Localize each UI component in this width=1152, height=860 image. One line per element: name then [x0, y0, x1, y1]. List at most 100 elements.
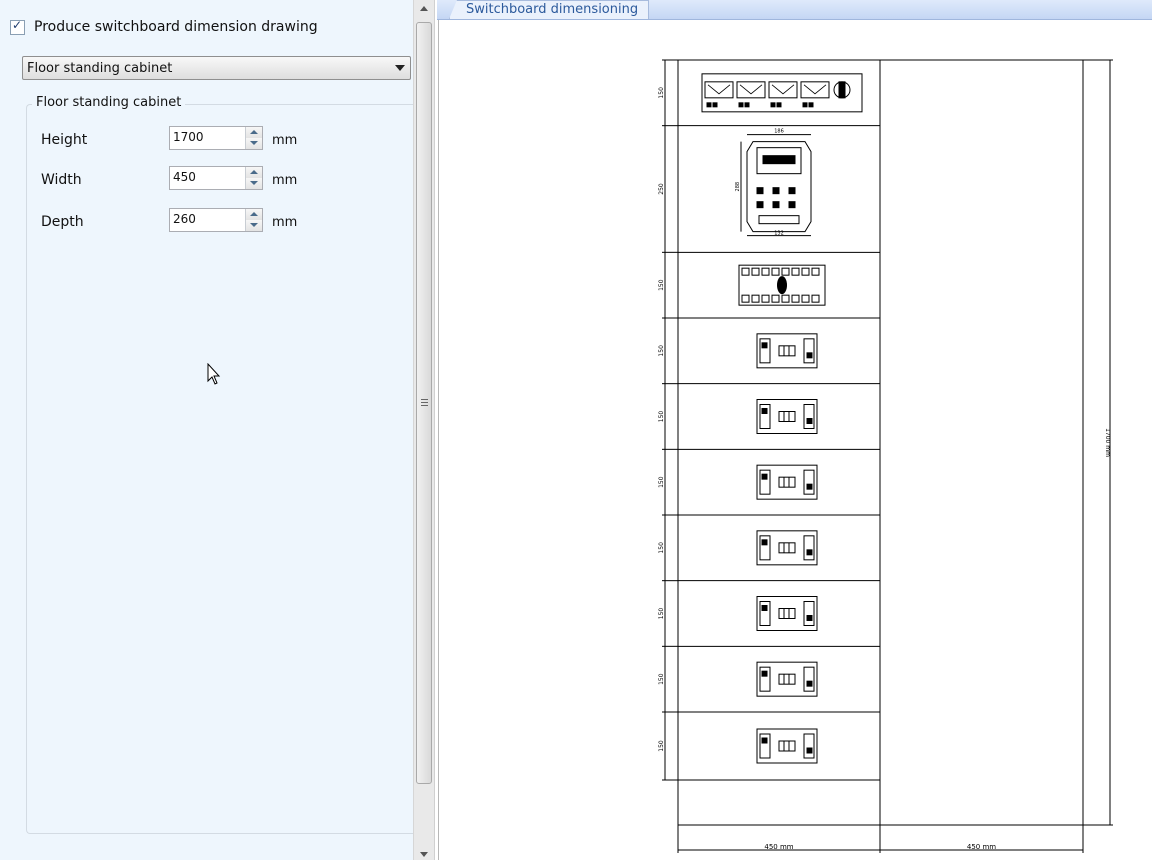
row-height-label: 150 — [658, 87, 665, 99]
grip-icon — [421, 399, 428, 408]
meter-terminal — [776, 102, 782, 108]
switch-terminal — [741, 294, 750, 303]
row-height-label: 150 — [658, 345, 665, 357]
meter-face — [704, 81, 734, 99]
depth-decrement-button[interactable] — [246, 220, 262, 231]
settings-panel: Produce switchboard dimension drawing Fl… — [0, 0, 413, 860]
meter-face — [800, 81, 830, 99]
breaker-body — [746, 141, 812, 233]
breaker-right-terminal-block — [803, 601, 815, 626]
breaker-body — [756, 530, 818, 566]
height-unit: mm — [272, 133, 298, 148]
scrollbar-thumb[interactable] — [416, 22, 432, 784]
width-label: Width — [41, 172, 82, 188]
tab-strip: Switchboard dimensioning — [437, 0, 1152, 20]
breaker-body — [756, 333, 818, 369]
breaker-screw — [806, 352, 813, 359]
switch-terminal — [741, 267, 750, 276]
row-height-label: 150 — [658, 476, 665, 488]
width-label-left: 450 mm — [764, 843, 793, 851]
width-spinbox[interactable]: 450 — [169, 166, 263, 190]
height-decrement-button[interactable] — [246, 138, 262, 149]
switch-terminal — [791, 294, 800, 303]
width-value[interactable]: 450 — [173, 170, 196, 184]
row-height-label: 150 — [658, 542, 665, 554]
breaker-body — [756, 464, 818, 500]
breaker-base — [758, 215, 800, 225]
height-value[interactable]: 1700 — [173, 130, 204, 144]
breaker-screw — [761, 737, 768, 744]
top-dimension-label: 186 — [774, 129, 784, 135]
meter-terminal — [770, 102, 776, 108]
switch-terminal — [761, 294, 770, 303]
breaker-screw — [761, 605, 768, 611]
breaker-left-terminal-block — [759, 404, 771, 429]
breaker-toggle-group — [778, 345, 796, 357]
breaker-screw — [806, 483, 813, 490]
meter-terminal — [706, 102, 712, 108]
breaker-left-terminal-block — [759, 666, 771, 692]
scroll-up-arrow-icon[interactable] — [420, 6, 428, 11]
breaker-screw — [806, 418, 813, 424]
switch-terminal — [751, 267, 760, 276]
depth-value[interactable]: 260 — [173, 212, 196, 226]
meter-face — [736, 81, 766, 99]
meter-terminal — [712, 102, 718, 108]
breaker-left-terminal-block — [759, 469, 771, 495]
breaker-right-terminal-block — [803, 733, 815, 759]
meter-needle — [771, 84, 795, 95]
switch-terminal — [801, 267, 810, 276]
breaker-toggle-group — [778, 608, 796, 619]
breaker-screw — [761, 539, 768, 546]
height-spinbox[interactable]: 1700 — [169, 126, 263, 150]
panel-scrollbar[interactable] — [413, 0, 435, 860]
produce-drawing-row[interactable]: Produce switchboard dimension drawing — [10, 17, 318, 37]
breaker-terminal — [788, 187, 796, 195]
depth-unit: mm — [272, 215, 298, 230]
width-label-right: 450 mm — [967, 843, 996, 851]
breaker-terminal — [772, 201, 780, 209]
breaker-display — [762, 155, 796, 165]
enclosure-type-dropdown[interactable]: Floor standing cabinet — [22, 56, 411, 80]
switch-terminal — [771, 294, 780, 303]
breaker-screw — [761, 342, 768, 349]
breaker-toggle-group — [778, 542, 796, 554]
width-decrement-button[interactable] — [246, 178, 262, 189]
breaker-terminal — [788, 201, 796, 209]
side-dimension-label: 288 — [735, 182, 741, 192]
row-height-label: 150 — [658, 740, 665, 752]
breaker-left-terminal-block — [759, 733, 771, 759]
tab-switchboard-dimensioning[interactable]: Switchboard dimensioning — [449, 0, 650, 19]
breaker-toggle-group — [778, 476, 796, 488]
depth-label: Depth — [41, 214, 84, 230]
tab-label: Switchboard dimensioning — [466, 2, 639, 17]
depth-row: Depth 260 mm — [41, 208, 321, 234]
breaker-screw — [806, 549, 813, 556]
switch-terminal — [761, 267, 770, 276]
breaker-body — [756, 661, 818, 697]
width-unit: mm — [272, 173, 298, 188]
breaker-face — [756, 147, 802, 175]
rotary-switch-handle — [838, 81, 846, 99]
breaker-right-terminal-block — [803, 535, 815, 561]
depth-spinbox[interactable]: 260 — [169, 208, 263, 232]
meter-face — [768, 81, 798, 99]
meter-block-body — [701, 73, 863, 113]
group-title: Floor standing cabinet — [32, 95, 186, 110]
meter-needle — [707, 84, 731, 95]
row-height-label: 150 — [658, 411, 665, 423]
meter-terminal — [738, 102, 744, 108]
breaker-left-terminal-block — [759, 601, 771, 626]
produce-drawing-checkbox[interactable] — [10, 18, 25, 35]
breaker-left-terminal-block — [759, 338, 771, 364]
switch-handle — [777, 276, 787, 295]
breaker-terminal — [756, 187, 764, 195]
breaker-toggle-group — [778, 673, 796, 685]
scroll-down-arrow-icon[interactable] — [420, 852, 428, 857]
breaker-toggle-group — [778, 411, 796, 422]
switch-terminal — [801, 294, 810, 303]
breaker-toggle-group — [778, 740, 796, 752]
